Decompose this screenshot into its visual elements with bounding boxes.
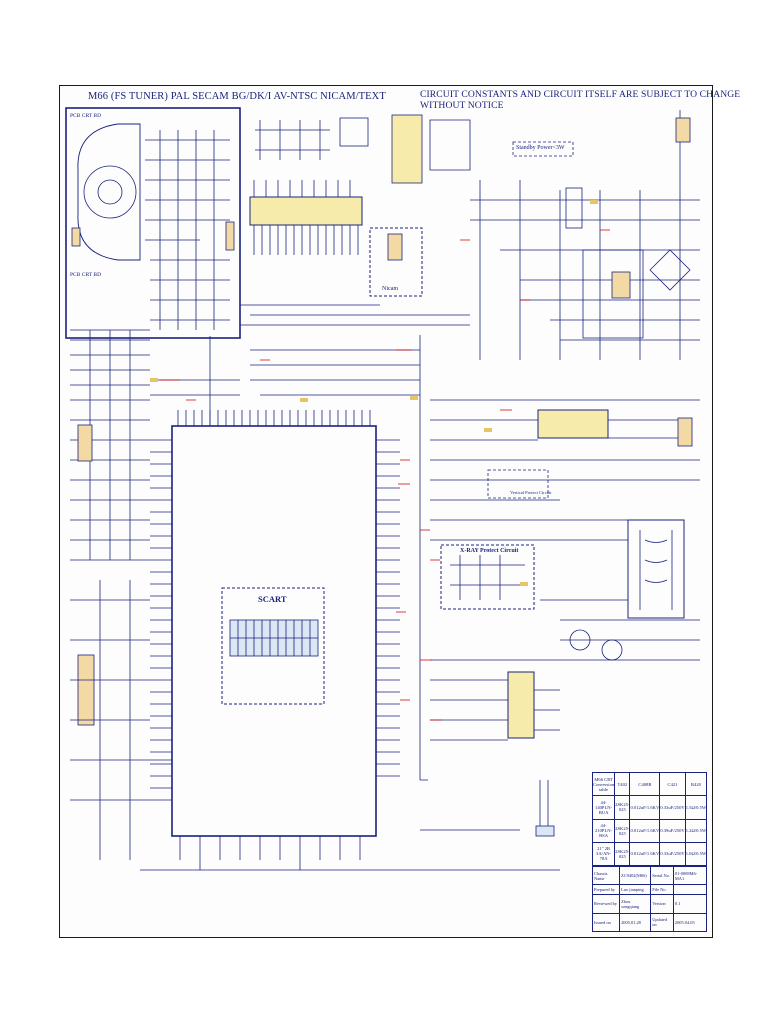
schematic-title: M66 (FS TUNER) PAL SECAM BG/DK/I AV-NTSC… bbox=[88, 91, 386, 102]
table-cell: 44-140PLN-BUA bbox=[591, 795, 616, 820]
table-header-cell: C408B bbox=[629, 771, 661, 797]
table-cell: Issued on bbox=[591, 912, 621, 933]
schematic-notice: CIRCUIT CONSTANTS AND CIRCUIT ITSELF ARE… bbox=[420, 89, 741, 111]
table-row: M66 CRT Conversion table T402 C408B C421… bbox=[591, 771, 708, 797]
scart-box bbox=[221, 587, 325, 705]
table-cell: 2SK25-025 bbox=[614, 818, 631, 843]
table-cell: Prepared by bbox=[591, 884, 621, 896]
table-cell: File No. bbox=[650, 884, 674, 896]
table-cell: 2005.04.05 bbox=[672, 912, 708, 933]
table-cell: ZC9402(M66) bbox=[619, 865, 652, 886]
crt-conversion-table: M66 CRT Conversion table T402 C408B C421… bbox=[591, 771, 708, 867]
title-block-table: Chassis Name ZC9402(M66) Serial No. 01-0… bbox=[591, 865, 708, 933]
table-cell: 0.33uF/250V bbox=[659, 795, 686, 820]
table-header-cell: R420 bbox=[684, 771, 708, 797]
table-cell: Updated on bbox=[650, 912, 674, 933]
table-cell: 01-0008M6-MA1 bbox=[672, 865, 708, 886]
table-cell: Chassis Name bbox=[591, 865, 621, 886]
table-cell: Version bbox=[650, 894, 674, 914]
table-cell: Reviewed by bbox=[591, 894, 621, 914]
scart-label: SCART bbox=[258, 594, 287, 604]
vertical-protect-label: Vertical Protect Circuit bbox=[510, 490, 552, 495]
table-row: Chassis Name ZC9402(M66) Serial No. 01-0… bbox=[591, 865, 708, 886]
table-row: 44-210PLN-BSA 2SK25-025 0.012uF/1.6KV 0.… bbox=[591, 818, 708, 843]
table-row: Prepared by Luo jianping File No. bbox=[591, 884, 708, 896]
table-cell: Serial No. bbox=[650, 865, 674, 886]
table-cell: 0.33uF/250V bbox=[659, 841, 686, 867]
table-header-cell: M66 CRT Conversion table bbox=[591, 771, 616, 797]
table-cell: Luo jianping bbox=[619, 884, 652, 896]
crt-board-label: PCB CRT BD bbox=[70, 113, 102, 119]
table-cell bbox=[672, 884, 708, 896]
nicam-label: Nicam bbox=[382, 286, 398, 292]
table-header-cell: T402 bbox=[614, 771, 631, 797]
table-header-cell: C421 bbox=[659, 771, 686, 797]
table-row: Reviewed by Zhou songqiang Version 0.1 bbox=[591, 894, 708, 914]
table-cell: 2005.01.28 bbox=[619, 912, 652, 933]
crt-board-label-bottom: PCB CRT BD bbox=[70, 272, 102, 278]
table-cell: 0.012uF/1.6KV bbox=[629, 841, 661, 867]
table-cell: 0.012uF/1.6KV bbox=[629, 818, 661, 843]
table-cell: 0.39uF/250V bbox=[659, 818, 686, 843]
table-row: 21" 2R 3A/AN-78A 2SK25-025 0.012uF/1.6KV… bbox=[591, 841, 708, 867]
table-cell: 2SK25-025 bbox=[614, 795, 631, 820]
table-cell: 44-210PLN-BSA bbox=[591, 818, 616, 843]
table-row: Issued on 2005.01.28 Updated on 2005.04.… bbox=[591, 912, 708, 933]
table-cell: 1.5Ω/0.5W bbox=[684, 795, 708, 820]
table-cell: 1.0Ω/0.5W bbox=[684, 841, 708, 867]
xray-protect-label: X-RAY Protect Circuit bbox=[460, 548, 519, 554]
table-cell: 21" 2R 3A/AN-78A bbox=[591, 841, 616, 867]
table-cell: 1.2Ω/0.5W bbox=[684, 818, 708, 843]
crt-board-box bbox=[65, 107, 241, 339]
table-cell: Zhou songqiang bbox=[619, 894, 652, 914]
table-cell: 0.1 bbox=[672, 894, 708, 914]
table-cell: 0.012uF/1.6KV bbox=[629, 795, 661, 820]
table-row: 44-140PLN-BUA 2SK25-025 0.012uF/1.6KV 0.… bbox=[591, 795, 708, 820]
table-cell: 2SK25-025 bbox=[614, 841, 631, 867]
standby-power-label: Standby Power<3W bbox=[516, 145, 565, 151]
